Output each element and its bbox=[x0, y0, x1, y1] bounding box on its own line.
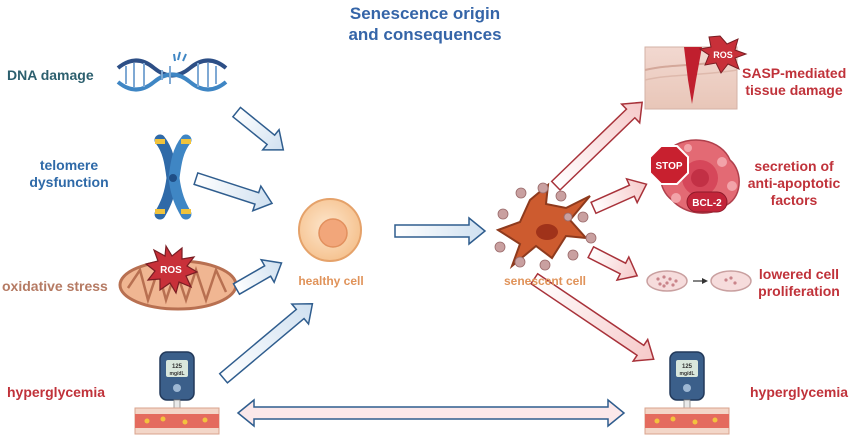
arrow-dna-to-healthy bbox=[231, 106, 285, 151]
glucose-value-left: 125 bbox=[172, 364, 183, 370]
arrow-healthy-to-senescent bbox=[394, 216, 487, 246]
label-sasp-line-2: tissue damage bbox=[745, 82, 843, 98]
label-hyperglycemia-consequence: hyperglycemia bbox=[750, 384, 849, 400]
label-proliferation-line-2: proliferation bbox=[758, 283, 840, 299]
title-line-1: Senescence origin bbox=[349, 4, 501, 23]
blood-vessel-icon-left bbox=[134, 407, 220, 435]
label-hyperglycemia-cause: hyperglycemia bbox=[7, 384, 106, 400]
ros-label-mito: ROS bbox=[160, 265, 182, 276]
stop-sign-icon bbox=[649, 145, 689, 185]
diagram-title: Senescence origin and consequences bbox=[305, 3, 545, 45]
stop-label: STOP bbox=[655, 161, 682, 172]
label-telomere-line-2: dysfunction bbox=[29, 174, 109, 190]
label-oxidative-stress: oxidative stress bbox=[2, 278, 108, 294]
arrow-senescent-to-proliferation bbox=[587, 245, 639, 282]
glucose-value-right: 125 bbox=[682, 364, 693, 370]
arrow-senescent-to-secretion bbox=[590, 177, 648, 215]
label-senescent-cell: senescent cell bbox=[503, 274, 587, 288]
label-secretion-line-1: secretion of bbox=[754, 158, 834, 174]
healthy-cell-icon bbox=[298, 198, 362, 262]
label-secretion-line-3: factors bbox=[770, 192, 818, 208]
arrow-oxidative-to-healthy bbox=[232, 258, 283, 296]
label-proliferation-line-1: lowered cell bbox=[758, 266, 840, 282]
title-line-2: and consequences bbox=[348, 25, 502, 44]
glucose-meter-icon-right bbox=[669, 351, 705, 411]
glucose-meter-icon-left bbox=[159, 351, 195, 411]
label-secretion-line-2: anti-apoptotic bbox=[747, 175, 841, 191]
label-sasp-line-1: SASP-mediated bbox=[742, 65, 847, 81]
double-arrow-hyperglycemia bbox=[236, 398, 626, 428]
label-dna-damage: DNA damage bbox=[7, 67, 94, 83]
ros-label-tissue: ROS bbox=[713, 50, 733, 60]
arrow-telomere-to-healthy bbox=[193, 171, 274, 213]
label-telomere-line-1: telomere bbox=[39, 157, 99, 173]
tissue-damage-icon bbox=[644, 35, 748, 110]
arrow-senescent-to-tissue-damage bbox=[550, 101, 644, 192]
label-secretion-anti-apoptotic: secretion of anti-apoptotic factors bbox=[742, 158, 846, 209]
sasp-particles bbox=[494, 182, 597, 271]
arrow-senescent-to-hyperglycemia bbox=[529, 272, 655, 362]
label-sasp-tissue-damage: SASP-mediated tissue damage bbox=[742, 65, 846, 99]
chromosome-icon bbox=[154, 134, 192, 220]
petri-dish-before-icon bbox=[646, 270, 688, 292]
bcl2-label: BCL-2 bbox=[692, 198, 722, 209]
blood-vessel-icon-right bbox=[644, 407, 730, 435]
glucose-unit-left: mg/dL bbox=[170, 371, 185, 377]
arrow-hyperglycemia-to-healthy bbox=[218, 302, 314, 384]
label-telomere-dysfunction: telomere dysfunction bbox=[14, 157, 124, 191]
dna-helix-icon bbox=[116, 51, 228, 92]
petri-dish-after-icon bbox=[710, 270, 752, 292]
ros-burst-icon bbox=[144, 244, 199, 295]
label-lowered-proliferation: lowered cell proliferation bbox=[752, 266, 846, 300]
glucose-unit-right: mg/dL bbox=[680, 371, 695, 377]
label-healthy-cell: healthy cell bbox=[298, 274, 364, 288]
